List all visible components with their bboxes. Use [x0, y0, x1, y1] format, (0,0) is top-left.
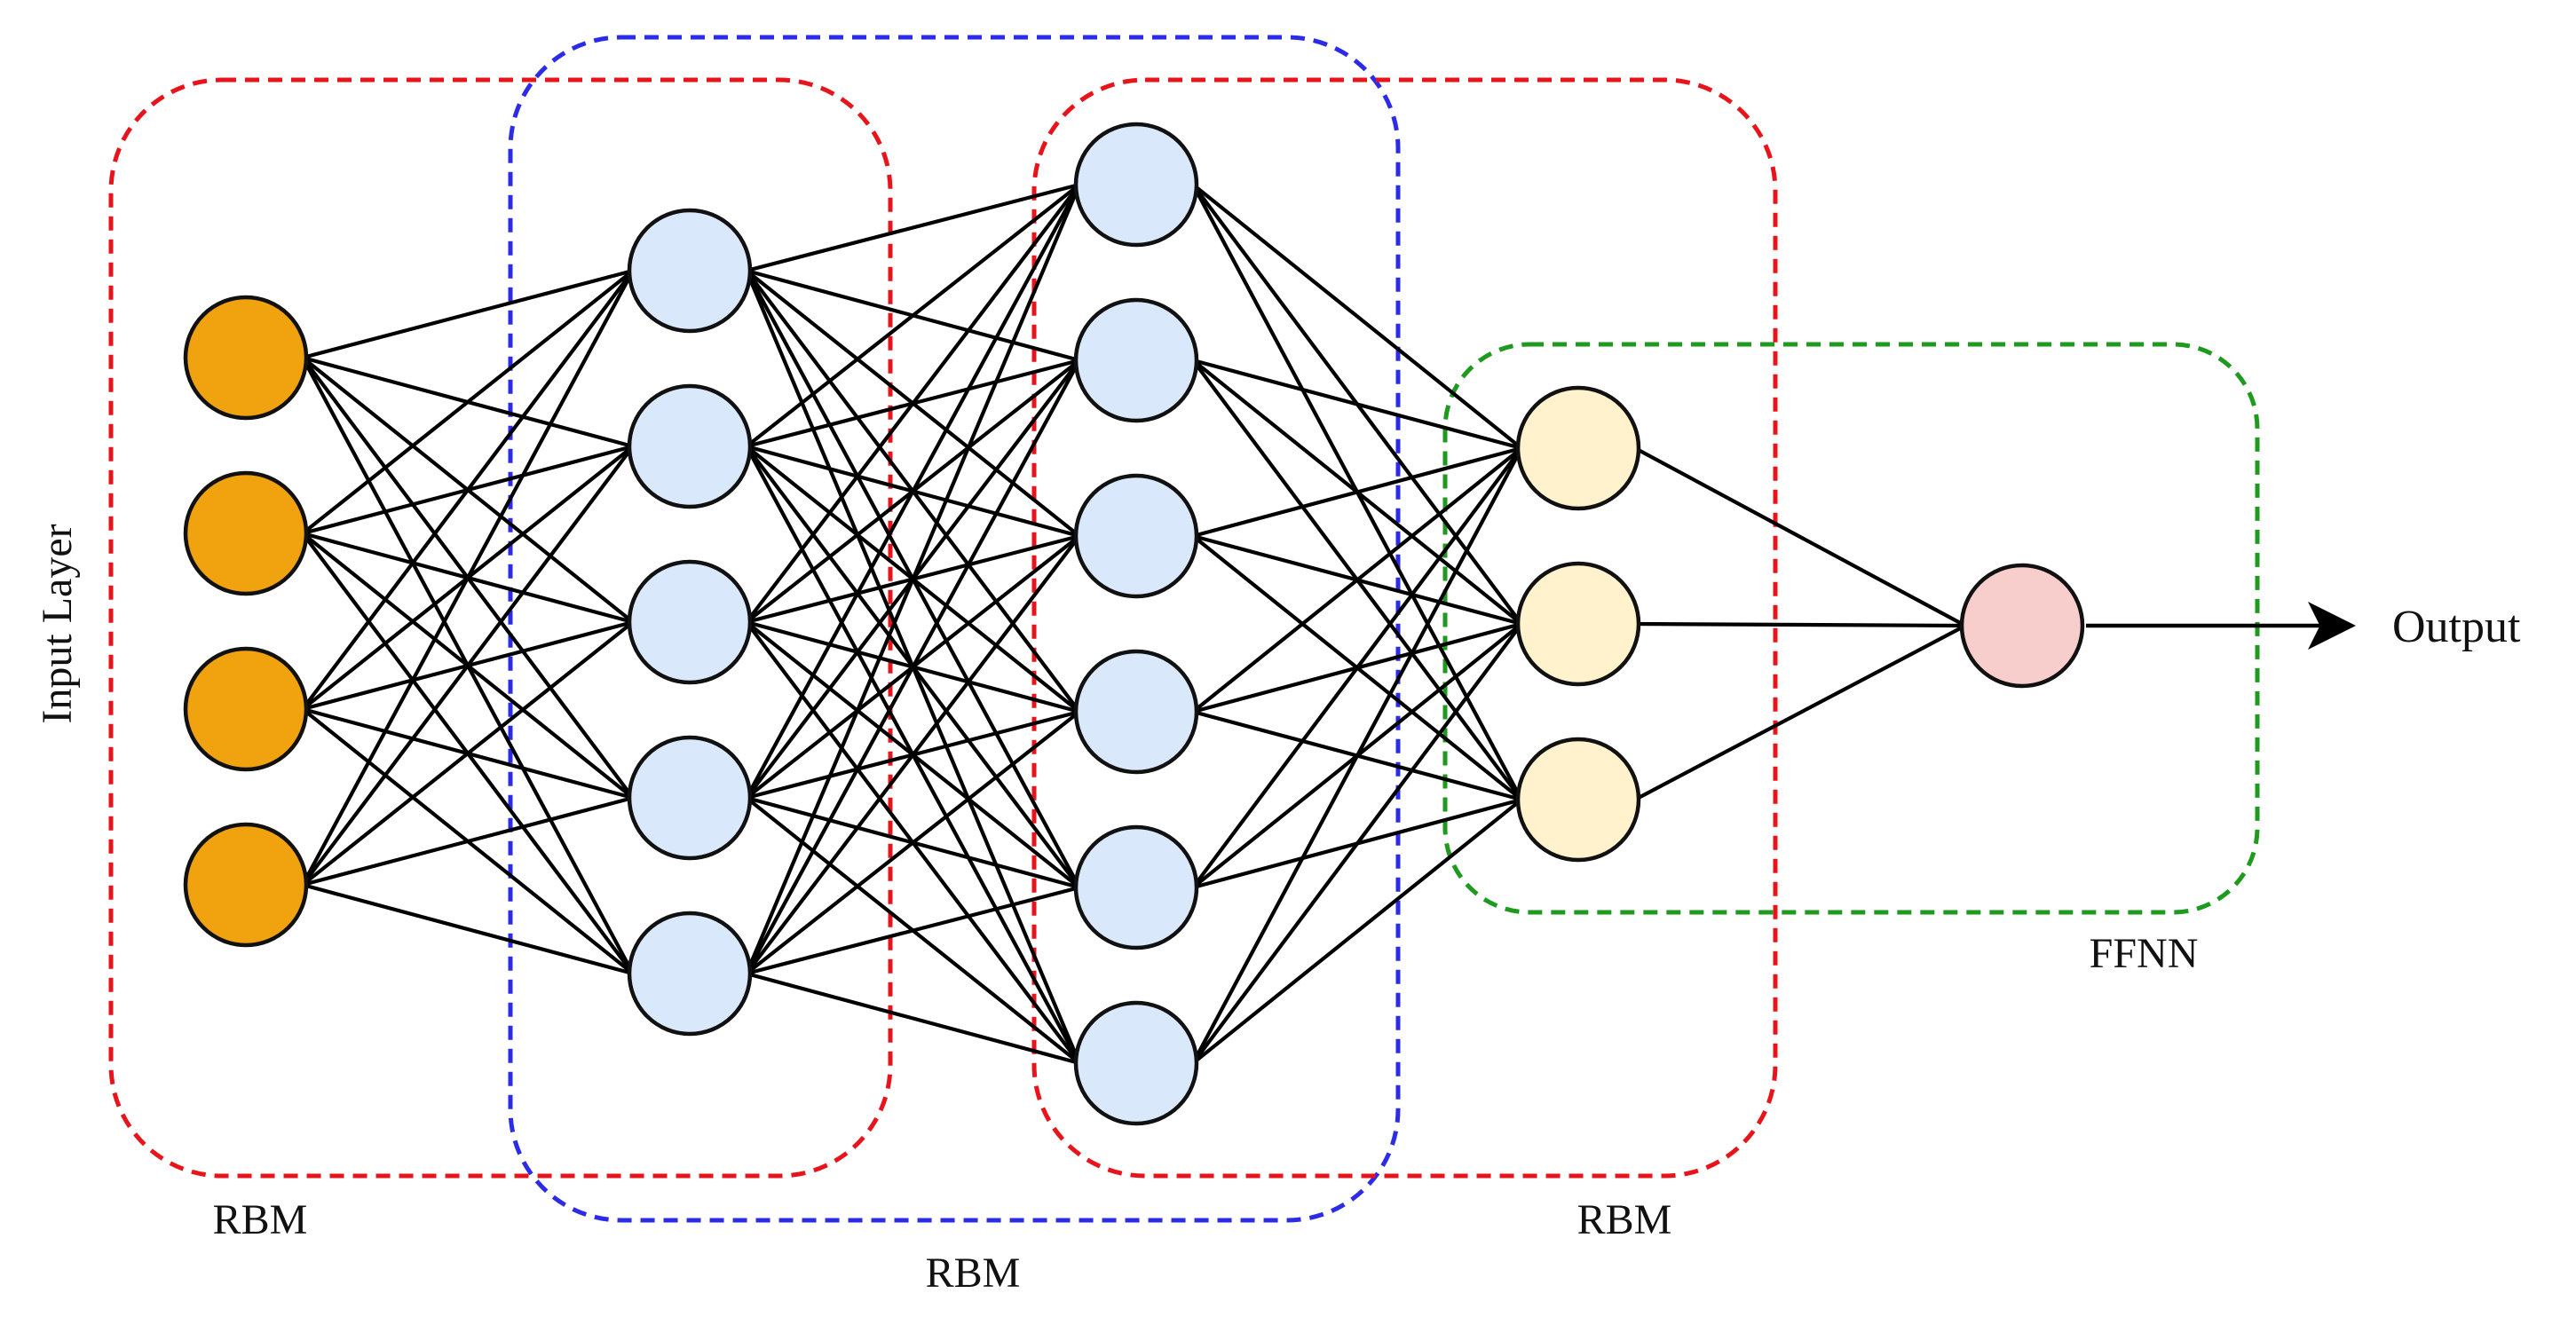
connection-input-2-to-hidden-1-1	[301, 269, 635, 535]
connection-input-3-to-hidden-1-1	[301, 269, 635, 711]
connection-hidden-2-1-to-hidden-3-1	[1191, 183, 1523, 450]
connection-input-4-to-hidden-1-2	[301, 445, 635, 887]
connection-input-4-to-hidden-1-3	[301, 620, 635, 887]
neuron-hidden-2-6	[1073, 1000, 1199, 1126]
neurons	[183, 122, 2085, 1126]
neuron-hidden-1-4	[627, 735, 753, 861]
neuron-input-2	[183, 470, 309, 596]
connection-hidden-2-6-to-hidden-3-1	[1191, 447, 1523, 1064]
connection-input-1-to-hidden-1-1	[302, 268, 634, 360]
rbm-group-2-label: RBM	[926, 1250, 1021, 1297]
connection-hidden-1-2-to-hidden-2-1	[745, 183, 1081, 448]
connection-hidden-1-1-to-hidden-2-1	[746, 182, 1080, 273]
connection-hidden-2-5-to-hidden-3-1	[1191, 446, 1523, 889]
connection-hidden-3-3-to-output-1	[1634, 624, 1966, 801]
neuron-output-1	[1959, 563, 2085, 689]
ffnn-group-box	[1442, 342, 2260, 915]
connection-hidden-3-1-to-output-1	[1634, 446, 1966, 627]
neuron-hidden-2-1	[1073, 122, 1199, 248]
connection-input-4-to-hidden-1-5	[302, 882, 634, 976]
neuron-input-3	[183, 646, 309, 772]
connection-hidden-2-4-to-hidden-3-1	[1191, 446, 1523, 714]
neuron-hidden-2-5	[1073, 824, 1199, 950]
neuron-hidden-1-1	[627, 208, 753, 334]
output-label: Output	[2392, 602, 2521, 652]
connection-hidden-1-4-to-hidden-2-1	[745, 183, 1081, 800]
connection-hidden-2-6-to-hidden-3-2	[1191, 622, 1523, 1065]
connection-hidden-3-2-to-output-1	[1634, 621, 1966, 628]
connection-hidden-1-5-to-hidden-2-2	[745, 359, 1081, 975]
rbm-group-1-label: RBM	[213, 1196, 308, 1243]
connection-input-4-to-hidden-1-4	[302, 795, 634, 887]
connections	[301, 182, 1966, 1066]
neuron-hidden-1-3	[627, 559, 753, 685]
connection-hidden-2-2-to-hidden-3-1	[1192, 358, 1522, 451]
neuron-hidden-3-2	[1515, 561, 1641, 687]
rbm-group-1-box	[108, 77, 893, 1179]
connection-hidden-1-5-to-hidden-2-3	[745, 534, 1081, 975]
connection-hidden-2-3-to-hidden-3-1	[1192, 446, 1522, 539]
neuron-hidden-2-3	[1073, 473, 1199, 599]
connection-hidden-1-5-to-hidden-2-1	[745, 184, 1081, 974]
input-layer-label: Input Layer	[34, 524, 81, 723]
neuron-input-4	[183, 822, 309, 948]
group-boxes	[108, 35, 2260, 1223]
connection-hidden-1-5-to-hidden-2-6	[746, 971, 1080, 1066]
neuron-hidden-1-2	[627, 383, 753, 509]
ffnn-group-label: FFNN	[2090, 930, 2199, 977]
connection-hidden-1-3-to-hidden-2-1	[745, 183, 1081, 624]
rbm-group-2-box	[508, 35, 1401, 1223]
neuron-hidden-2-4	[1073, 649, 1199, 775]
neuron-hidden-3-3	[1515, 737, 1641, 863]
neuron-input-1	[183, 295, 309, 421]
neuron-hidden-1-5	[627, 911, 753, 1037]
rbm-group-3-label: RBM	[1577, 1196, 1672, 1243]
rbm-group-3-box	[1031, 77, 1778, 1179]
connection-input-4-to-hidden-1-1	[301, 270, 635, 886]
neuron-hidden-2-2	[1073, 297, 1199, 423]
connection-hidden-1-5-to-hidden-2-4	[745, 710, 1081, 975]
connection-hidden-1-5-to-hidden-2-5	[746, 885, 1080, 976]
connection-hidden-2-6-to-hidden-3-3	[1191, 798, 1523, 1065]
neuron-hidden-3-1	[1515, 385, 1641, 511]
